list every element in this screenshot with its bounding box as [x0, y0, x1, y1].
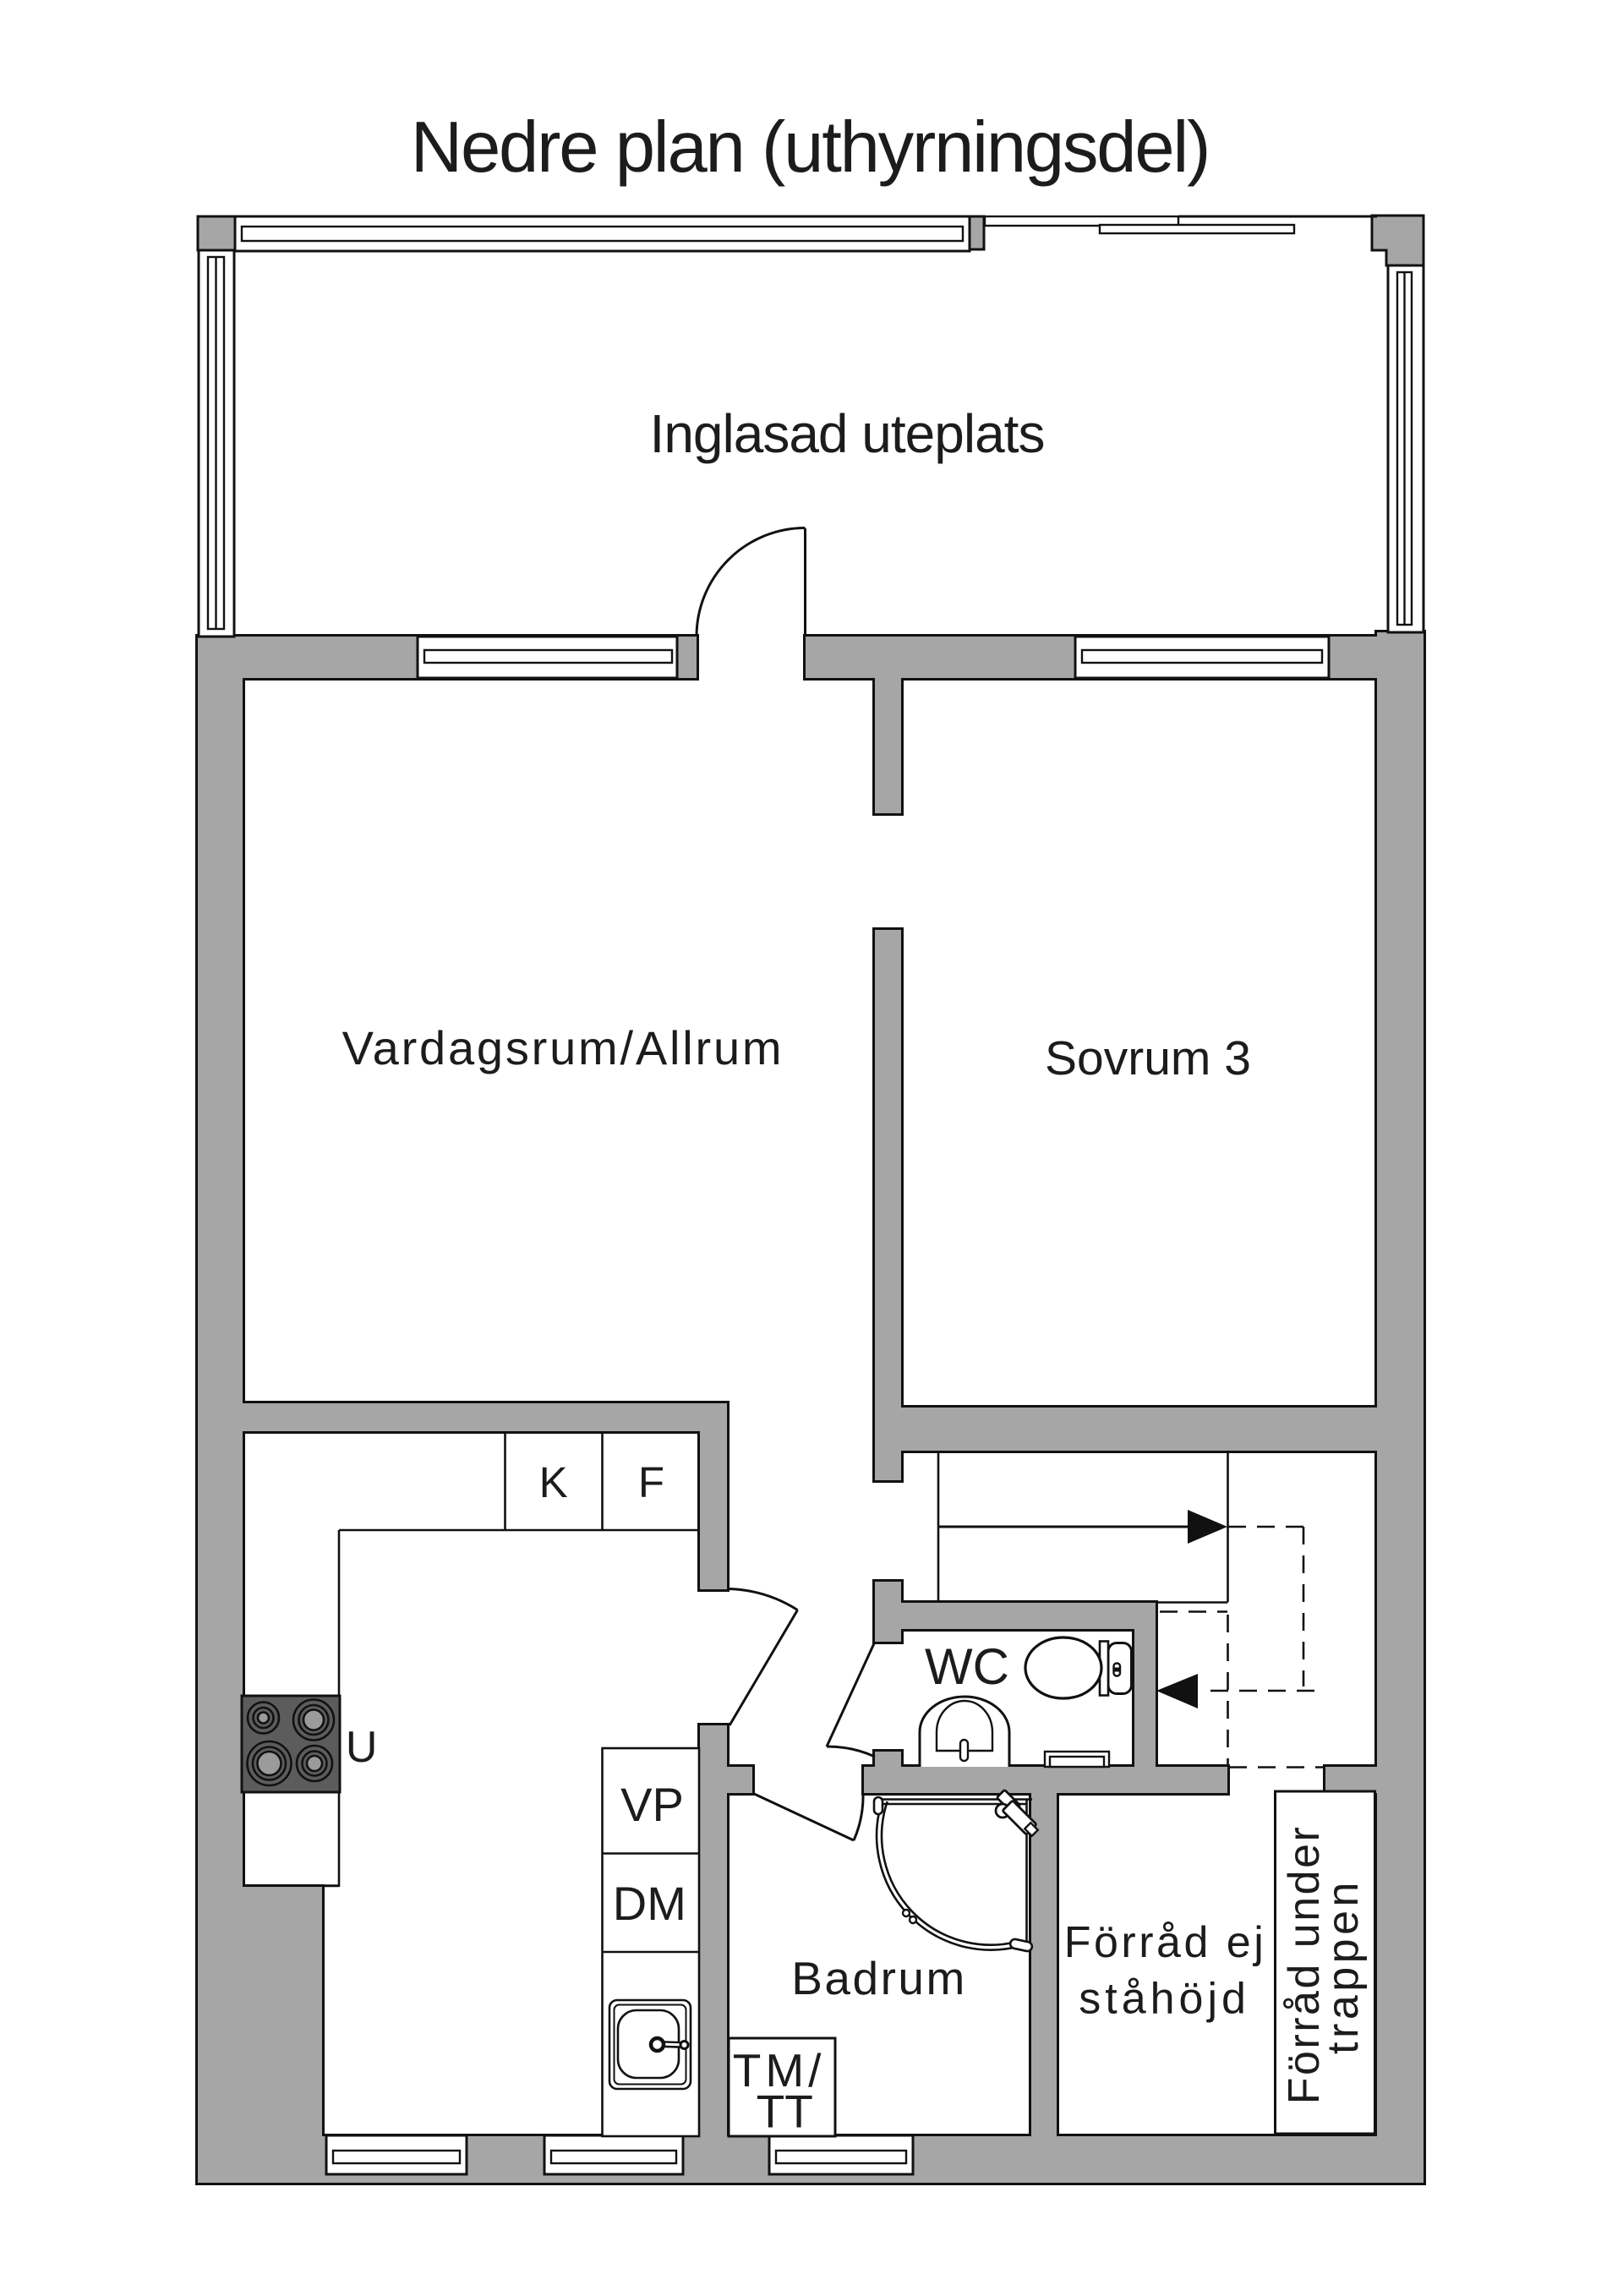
svg-text:F: F [638, 1458, 664, 1506]
svg-text:VP: VP [620, 1778, 684, 1831]
svg-text:Vardagsrum/Allrum: Vardagsrum/Allrum [342, 1021, 784, 1074]
svg-text:Inglasad uteplats: Inglasad uteplats [650, 403, 1045, 464]
svg-text:TM/: TM/ [733, 2044, 826, 2096]
svg-text:DM: DM [613, 1877, 686, 1930]
svg-text:Nedre plan (uthyrningsdel): Nedre plan (uthyrningsdel) [411, 107, 1209, 188]
svg-text:ståhöjd: ståhöjd [1079, 1975, 1250, 2024]
svg-text:Förråd ej: Förråd ej [1064, 1918, 1267, 1967]
svg-text:trappen: trappen [1319, 1878, 1368, 2054]
svg-text:Förråd under: Förråd under [1280, 1825, 1329, 2105]
svg-text:U: U [346, 1723, 378, 1772]
svg-text:K: K [539, 1458, 568, 1506]
svg-text:Sovrum 3: Sovrum 3 [1045, 1031, 1251, 1085]
svg-text:TT: TT [757, 2086, 813, 2138]
svg-text:Badrum: Badrum [791, 1952, 967, 2004]
svg-text:WC: WC [925, 1638, 1009, 1695]
